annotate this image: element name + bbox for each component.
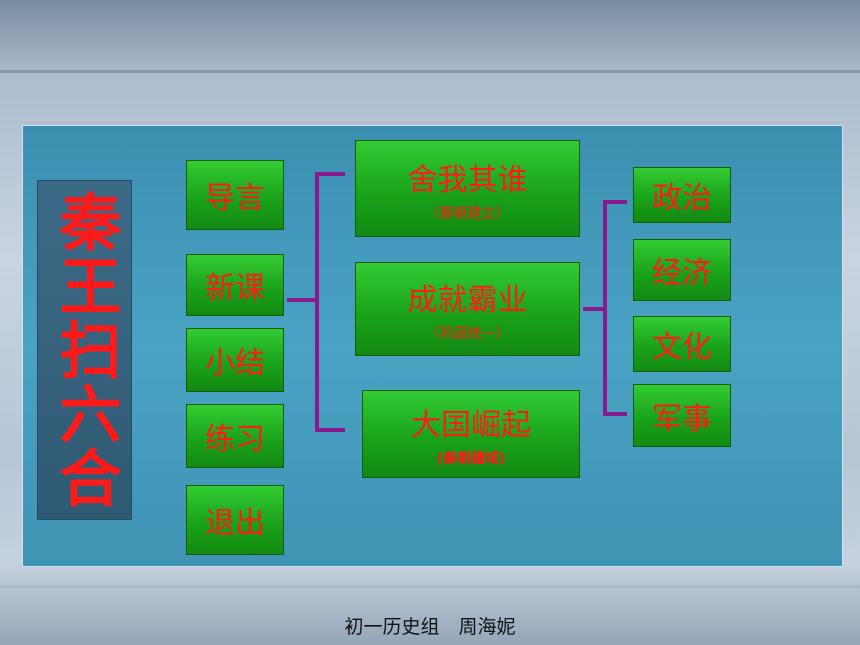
section-sub-label: （秦朝建立） — [425, 205, 510, 222]
lesson-title-box: 秦王扫六合 — [37, 180, 132, 520]
section-button-consolidation[interactable]: 成就霸业 （巩固统一） — [355, 262, 580, 356]
background-bottom-band — [0, 565, 860, 645]
nav-button-label: 小结 — [205, 346, 265, 381]
bracket-bottom-arm — [315, 428, 345, 432]
background-top-band — [0, 0, 860, 70]
bracket-connector — [287, 298, 317, 302]
bracket-top-arm — [315, 172, 345, 176]
bracket-bottom-arm — [603, 412, 627, 416]
topic-label: 经济 — [652, 256, 712, 291]
section-button-territory[interactable]: 大国崛起 (秦朝疆域) — [362, 390, 580, 478]
lesson-title: 秦王扫六合 — [48, 190, 122, 510]
topic-button-military[interactable]: 军事 — [633, 384, 731, 447]
nav-button-exit[interactable]: 退出 — [186, 485, 284, 555]
section-label: 成就霸业 — [407, 283, 528, 318]
topic-label: 文化 — [652, 330, 712, 365]
author-footer: 初一历史组 周海妮 — [344, 616, 516, 638]
nav-button-summary[interactable]: 小结 — [186, 328, 284, 392]
topic-label: 政治 — [652, 181, 712, 216]
nav-button-intro[interactable]: 导言 — [186, 160, 284, 230]
nav-button-label: 练习 — [205, 422, 265, 457]
section-sub-label: (秦朝疆域) — [436, 451, 506, 467]
section-label: 大国崛起 — [411, 408, 531, 443]
nav-button-exercise[interactable]: 练习 — [186, 404, 284, 468]
bracket-connector — [583, 307, 605, 311]
section-button-establishment[interactable]: 舍我其谁 （秦朝建立） — [355, 140, 580, 237]
topic-button-culture[interactable]: 文化 — [633, 316, 731, 372]
background-stripe — [0, 70, 860, 73]
section-sub-label: （巩固统一） — [425, 326, 510, 342]
nav-button-label: 导言 — [205, 181, 265, 216]
nav-button-new-lesson[interactable]: 新课 — [186, 254, 284, 316]
topic-label: 军事 — [652, 401, 712, 437]
topic-button-politics[interactable]: 政治 — [633, 167, 731, 223]
nav-button-label: 新课 — [205, 271, 265, 306]
bracket-vertical — [603, 200, 607, 416]
topic-button-economy[interactable]: 经济 — [633, 239, 731, 301]
nav-button-label: 退出 — [205, 506, 265, 541]
section-label: 舍我其谁 — [407, 162, 528, 198]
bracket-vertical — [315, 172, 319, 432]
bracket-top-arm — [603, 200, 627, 204]
